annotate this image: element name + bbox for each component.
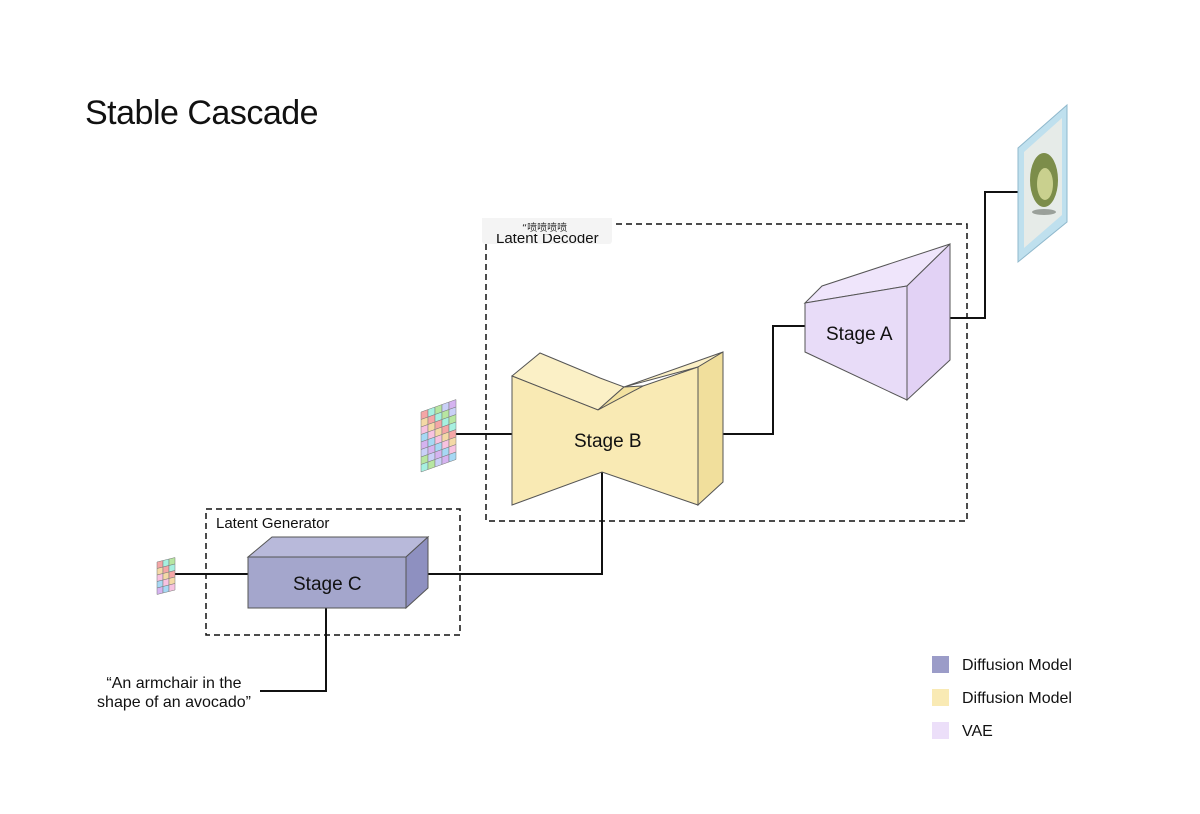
- stage-c-block[interactable]: Stage C: [246, 535, 430, 610]
- latent-grid-cell: [448, 451, 457, 463]
- legend-label-diffusion-blue: Diffusion Model: [962, 657, 1072, 674]
- wire-prompt-to-stage-c: [260, 608, 327, 692]
- legend-label-diffusion-yellow: Diffusion Model: [962, 690, 1072, 707]
- prompt-line-1: “An armchair in the: [106, 675, 241, 692]
- latent-decoder-group: [485, 223, 968, 522]
- legend: Diffusion Model Diffusion Model VAE: [932, 656, 1072, 740]
- legend-swatch-diffusion-yellow: [932, 689, 949, 706]
- latent-generator-label: Latent Generator: [216, 515, 329, 532]
- wire-stage-a-to-output: [935, 191, 1018, 319]
- stage-c-label: Stage C: [293, 574, 362, 595]
- wire-stage-b-to-stage-a: [710, 325, 805, 435]
- avocado-chair-seat: [1037, 168, 1053, 200]
- legend-label-vae: VAE: [962, 723, 993, 740]
- tooltip-text: “喷喷喷喷: [522, 222, 567, 234]
- avocado-chair-base: [1032, 209, 1056, 215]
- latent-grid-cell: [156, 586, 164, 595]
- legend-swatch-vae: [932, 722, 949, 739]
- stage-c-front-face: [247, 556, 407, 609]
- stage-b-block[interactable]: Stage B: [511, 351, 724, 507]
- page-title: Stable Cascade: [85, 94, 318, 132]
- stage-a-block[interactable]: Stage A: [803, 242, 951, 402]
- latent-decoder-label: Latent Decoder: [496, 230, 599, 247]
- wire-stage-c-to-stage-b: [428, 472, 603, 575]
- prompt-line-2: shape of an avocado”: [97, 694, 251, 711]
- legend-swatch-diffusion-blue: [932, 656, 949, 673]
- latent-grid-cell: [168, 583, 176, 592]
- stage-b-side-face: [697, 351, 724, 507]
- stage-b-front-face: [511, 366, 699, 506]
- latent-grid-large-icon: [420, 399, 457, 473]
- stage-a-label: Stage A: [826, 324, 893, 345]
- tooltip-overlay: [482, 218, 612, 234]
- latent-grid-small-icon: [156, 557, 176, 595]
- stage-b-label: Stage B: [574, 431, 642, 452]
- stage-c-top-face: [246, 536, 430, 558]
- avocado-armchair-image: [1017, 103, 1068, 264]
- latent-grid-cell: [162, 584, 170, 594]
- latent-decoder-label-tab: Latent Decoder “喷喷喷喷: [482, 218, 612, 247]
- stage-a-front-face: [804, 285, 908, 401]
